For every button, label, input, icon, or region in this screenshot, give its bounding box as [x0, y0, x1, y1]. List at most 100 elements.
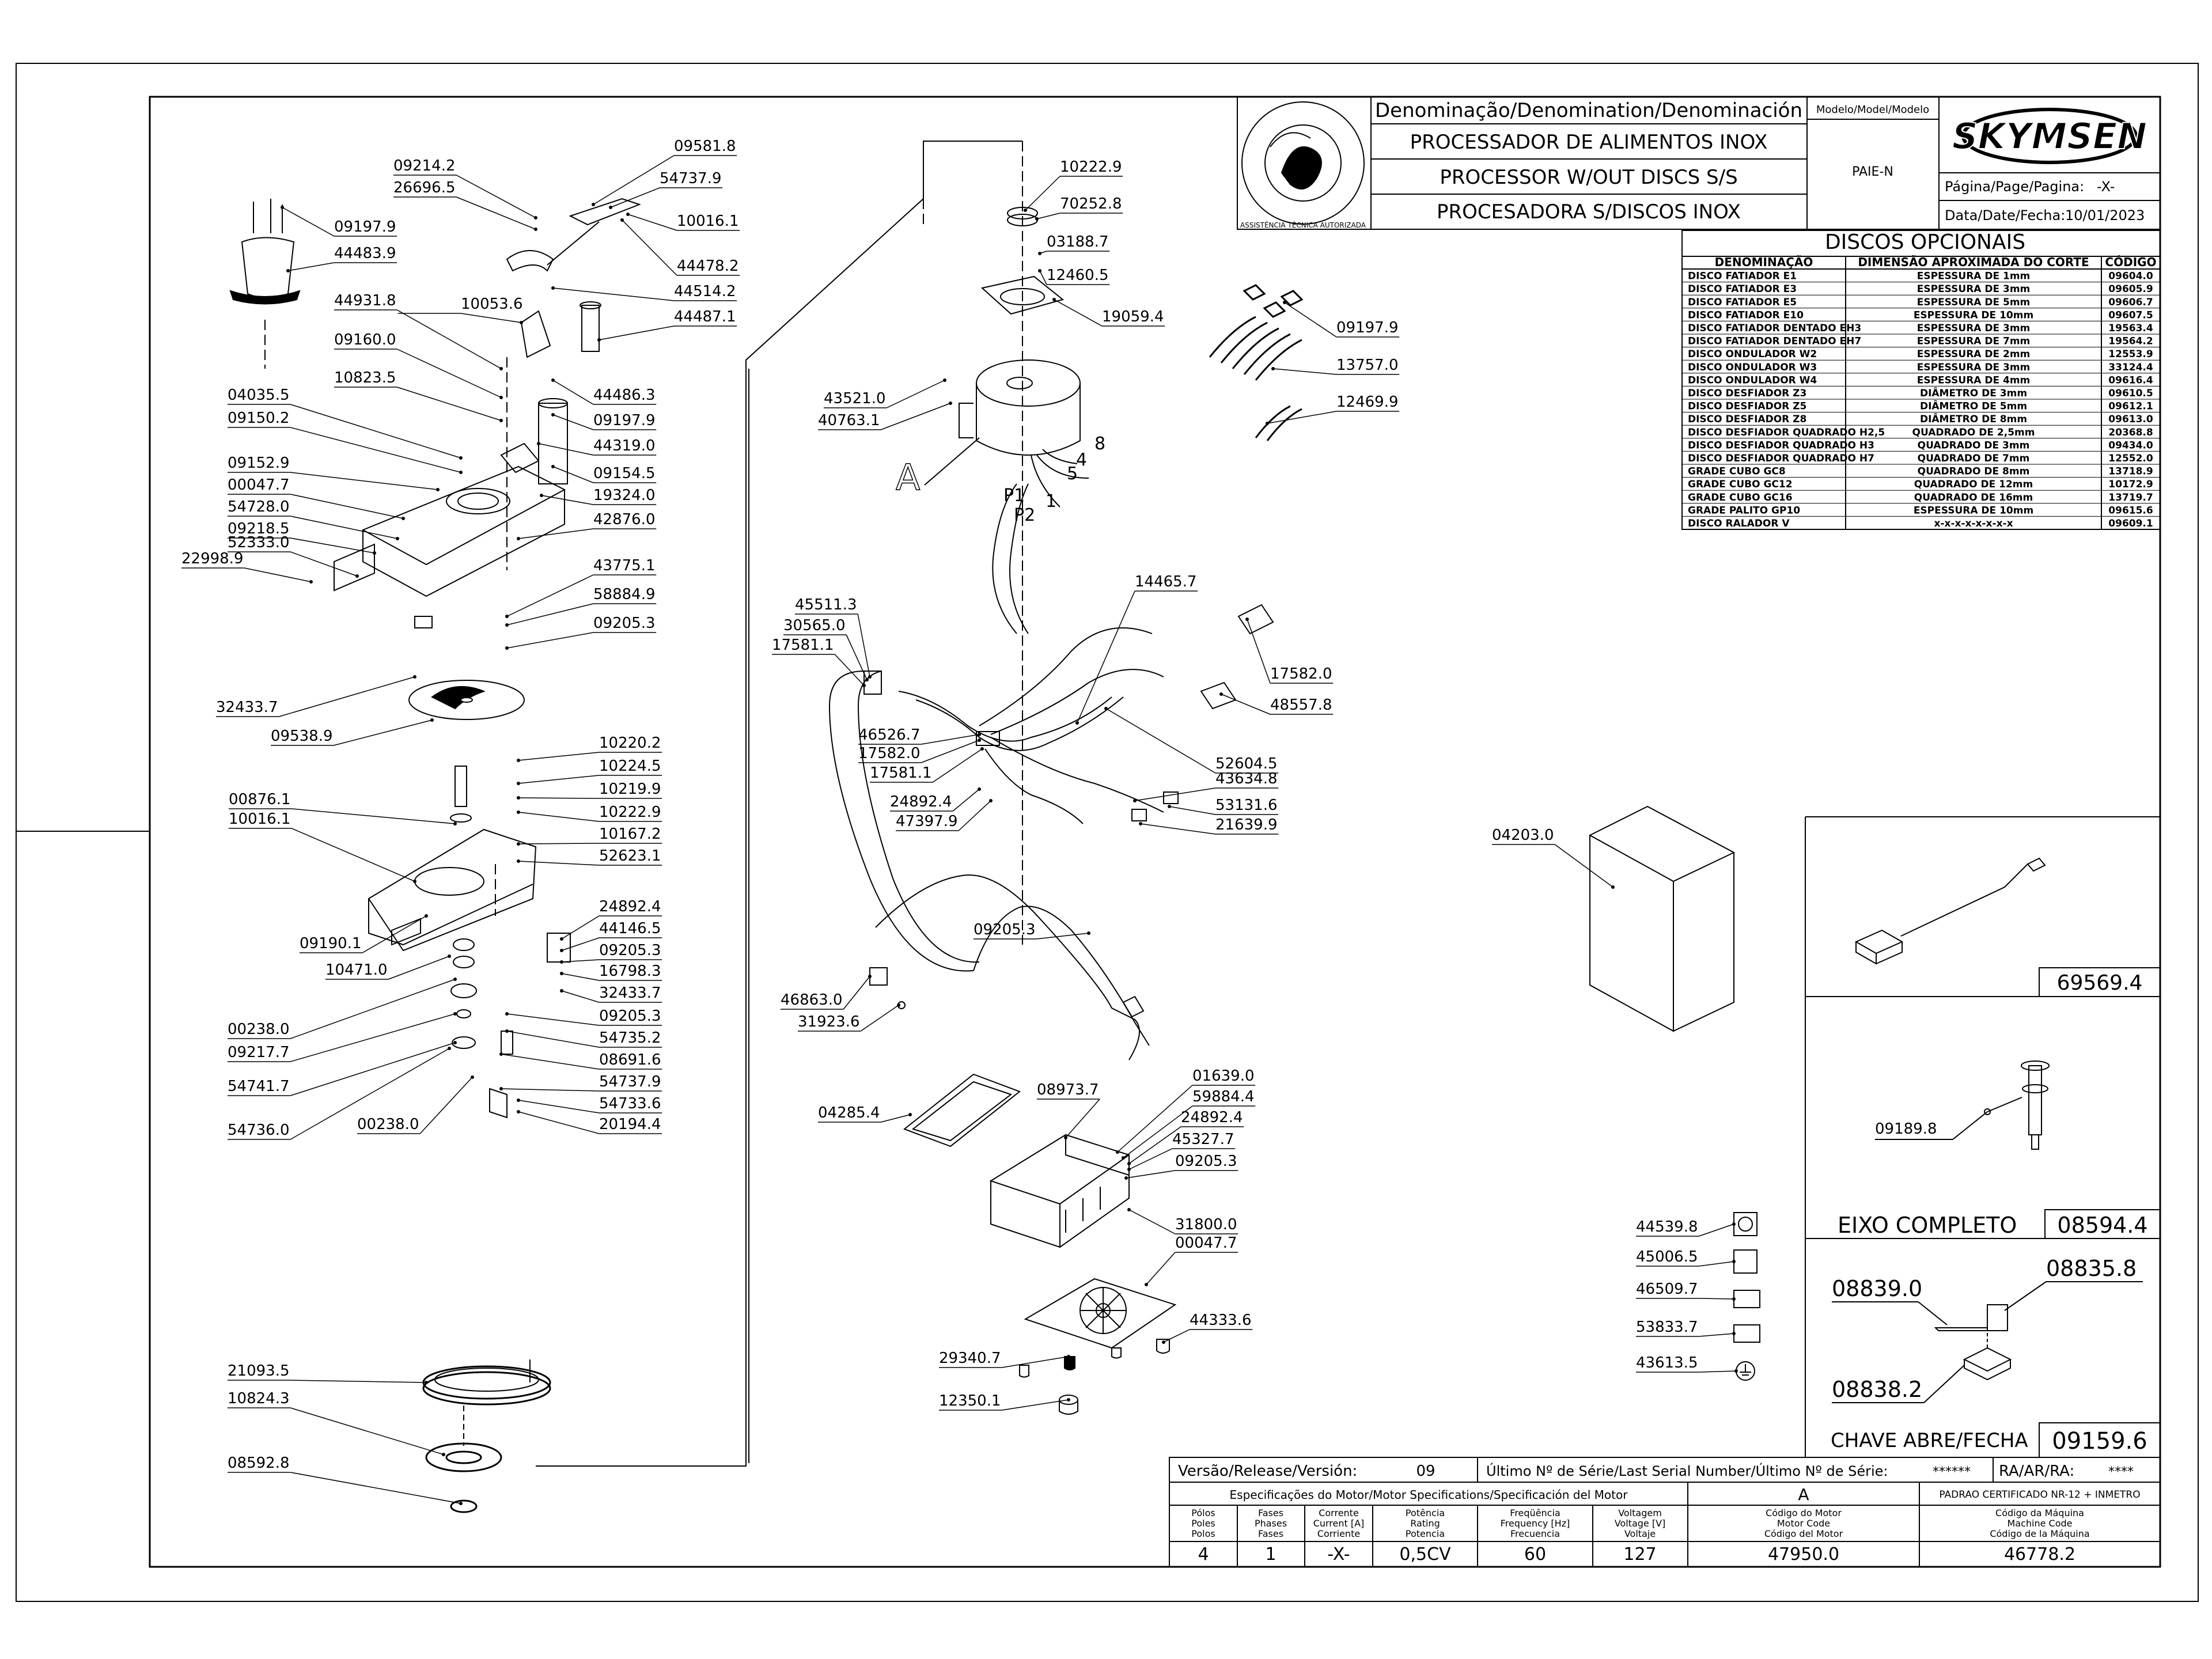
part-number: 17582.0	[1270, 665, 1332, 683]
disc-dimension: x-x-x-x-x-x-x-x	[1934, 518, 2013, 529]
serial-value: ******	[1933, 1465, 1971, 1479]
disc-dimension: ESPESSURA DE 5mm	[1917, 297, 2031, 308]
disc-name: DISCO ONDULADOR W3	[1688, 362, 1817, 373]
current-value: -X-	[1327, 1544, 1350, 1565]
phases-value: 1	[1265, 1544, 1276, 1565]
part-number: 09197.9	[1336, 319, 1399, 336]
part-number: 44146.5	[599, 920, 661, 937]
part-number: 30565.0	[783, 617, 846, 634]
disc-name: GRADE CUBO GC16	[1688, 492, 1793, 503]
spec-header-machine_code: Machine Code	[2007, 1518, 2072, 1529]
spec-header-phases: Fases	[1258, 1528, 1283, 1539]
part-number: 32433.7	[599, 984, 661, 1002]
part-number: 10222.9	[1060, 158, 1122, 176]
disc-dimension: ESPESSURA DE 3mm	[1917, 323, 2031, 334]
part-number: 17581.1	[772, 637, 834, 654]
slicing-disc	[408, 680, 525, 720]
part-number: 16798.3	[599, 963, 661, 980]
switch-icon	[1934, 1304, 2012, 1381]
disc-code: 13718.9	[2108, 466, 2153, 478]
spec-header-phases: Fases	[1258, 1508, 1283, 1518]
wire-label-5: 5	[1067, 464, 1078, 484]
part-number: 19059.4	[1102, 308, 1164, 325]
part-number: 20194.4	[599, 1116, 661, 1133]
motor	[959, 207, 1089, 507]
legend-icons	[1733, 1212, 1760, 1381]
spec-header-power: Rating	[1410, 1518, 1440, 1529]
disc-header: DENOMINAÇÃO	[1715, 255, 1813, 269]
part-number: 44487.1	[674, 308, 736, 325]
part-number: 42876.0	[593, 511, 656, 528]
part-number: 10220.2	[599, 734, 661, 752]
disc-dimension: QUADRADO DE 12mm	[1914, 479, 2033, 490]
disc-code: 19563.4	[2108, 323, 2153, 334]
page-value: -X-	[2097, 179, 2115, 195]
product-name-pt: PROCESSADOR DE ALIMENTOS INOX	[1410, 131, 1768, 154]
serial-label: Último Nº de Série/Last Serial Number/Úl…	[1486, 1462, 1888, 1479]
part-number: 46526.7	[858, 726, 921, 744]
disc-code: 09607.5	[2108, 309, 2153, 321]
disc-code: 19564.2	[2108, 336, 2153, 347]
version-label: Versão/Release/Versión:	[1178, 1463, 1357, 1480]
part-number: 10224.5	[599, 757, 661, 775]
part-number: 29340.7	[939, 1350, 1001, 1367]
electrical-box	[989, 1134, 1131, 1248]
part-number: 10471.0	[325, 961, 388, 979]
disc-code: 09613.0	[2108, 414, 2153, 425]
disc-name: DISCO DESFIADOR Z3	[1688, 388, 1806, 399]
part-number: 09152.9	[228, 454, 290, 472]
spec-header-poles: Pólos	[1191, 1508, 1215, 1518]
part-number: 54741.7	[228, 1078, 290, 1095]
assembly-guides	[264, 141, 1023, 945]
disc-dimension: QUADRADO DE 7mm	[1918, 453, 2030, 464]
part-number: 46863.0	[781, 991, 843, 1009]
disc-name: DISCO DESFIADOR QUADRADO H7	[1688, 453, 1874, 464]
part-number: 04285.4	[818, 1104, 880, 1122]
motor-specs-table: Versão/Release/Versión: 09 Último Nº de …	[1169, 1457, 2161, 1567]
disc-name: DISCO RALADOR V	[1688, 518, 1790, 529]
pusher-lever	[506, 198, 641, 358]
part-number: 44478.2	[677, 257, 739, 275]
spec-header-voltage: Voltagem	[1618, 1508, 1662, 1518]
part-number: 45327.7	[1172, 1131, 1234, 1148]
disc-dimension: QUADRADO DE 8mm	[1918, 466, 2030, 478]
part-number: 09214.2	[393, 157, 456, 175]
part-number: 70252.8	[1060, 195, 1122, 213]
side-panels: 69569.4 09189.8 EIXO COMPLETO 08594.4	[1805, 816, 2161, 1458]
shaft-part-label: 09189.8	[1875, 1120, 1937, 1138]
part-number: 22998.9	[181, 550, 244, 567]
part-number: 52623.1	[599, 847, 661, 865]
product-name-es: PROCESADORA S/DISCOS INOX	[1437, 200, 1741, 224]
part-number: 09197.9	[593, 412, 656, 429]
certification: PADRAO CERTIFICADO NR-12 + INMETRO	[1939, 1489, 2140, 1501]
part-number: 03188.7	[1047, 233, 1109, 251]
page-label: Página/Page/Pagina:	[1945, 179, 2084, 195]
part-number: 44931.8	[334, 292, 396, 309]
part-number: 10222.9	[599, 804, 661, 821]
feed-tube	[229, 199, 301, 305]
part-number: 19324.0	[593, 487, 656, 504]
part-number: 43775.1	[593, 557, 656, 574]
disc-name: GRADE CUBO GC12	[1688, 479, 1793, 490]
ra-label: RA/AR/RA:	[1999, 1463, 2074, 1480]
disc-dimension: QUADRADO DE 2,5mm	[1912, 427, 2035, 438]
motor-spec-label: Especificações do Motor/Motor Specificat…	[1230, 1488, 1628, 1502]
part-number: 09205.3	[974, 921, 1036, 938]
disc-code: 20368.8	[2108, 427, 2153, 438]
part-number: 09150.2	[228, 410, 290, 427]
disc-code: 09605.9	[2108, 283, 2153, 295]
part-number: 58884.9	[593, 586, 656, 603]
part-number: 46509.7	[1636, 1281, 1698, 1298]
disc-dimension: QUADRADO DE 16mm	[1914, 492, 2033, 503]
part-number: 04035.5	[228, 387, 290, 404]
gasket-plate	[903, 1073, 1021, 1147]
part-number: 47397.9	[896, 813, 958, 830]
part-number: 24892.4	[890, 793, 952, 810]
wire-label-8: 8	[1094, 434, 1105, 454]
part-number: 04203.0	[1492, 827, 1554, 844]
spec-header-current: Corrente	[1319, 1508, 1359, 1518]
part-number: 09160.0	[334, 331, 396, 349]
cable-code: 69569.4	[2057, 971, 2143, 995]
part-number: 10016.1	[677, 213, 739, 230]
part-number: 08973.7	[1037, 1081, 1099, 1099]
